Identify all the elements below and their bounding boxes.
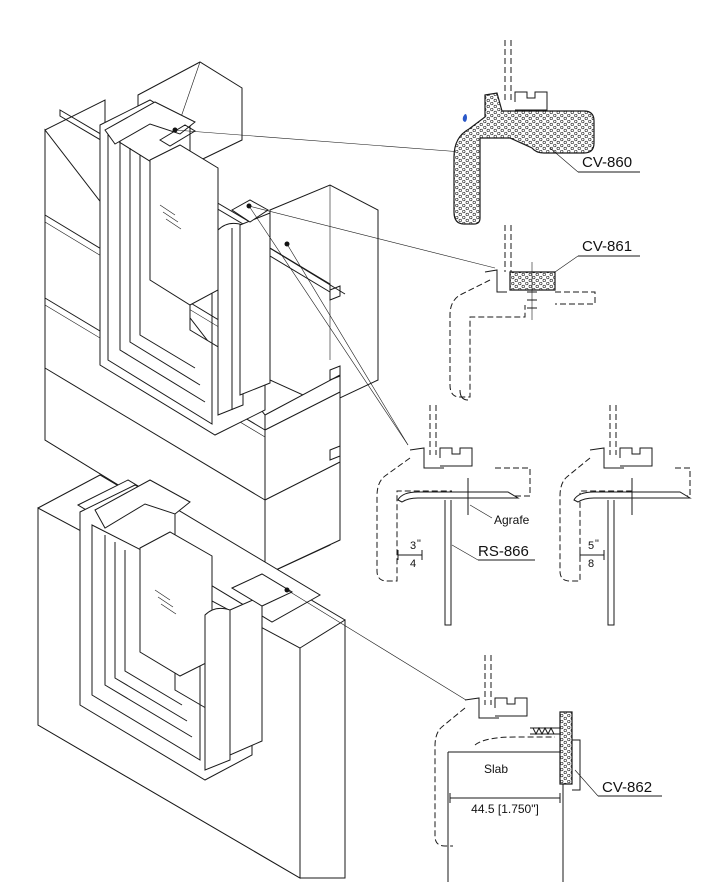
svg-text:3: 3 (410, 540, 416, 552)
detail-rs866 (376, 405, 535, 626)
svg-text:4: 4 (410, 558, 416, 570)
detail-cv861 (449, 225, 640, 401)
label-cv861: CV-861 (582, 238, 632, 255)
fraction-five-eighths: 5 " 8 (586, 538, 600, 570)
leader-lines-upper (174, 129, 496, 446)
svg-text:5: 5 (588, 540, 594, 552)
label-cv862: CV-862 (602, 779, 652, 796)
detail-cv862 (434, 655, 662, 882)
leader-line-cv862 (286, 589, 467, 701)
detail-cv860 (453, 40, 640, 225)
label-slab-dimension: 44.5 [1.750"] (471, 802, 539, 816)
label-slab: Slab (484, 762, 508, 776)
label-cv860: CV-860 (582, 154, 632, 171)
fraction-three-quarters: 3 " 4 (408, 538, 422, 570)
label-agrafe: Agrafe (494, 513, 530, 527)
svg-text:8: 8 (588, 558, 594, 570)
lower-isometric-view (37, 474, 346, 879)
detail-rs866-alt (559, 405, 692, 626)
svg-text:": " (595, 538, 599, 550)
svg-text:": " (417, 538, 421, 550)
label-rs866: RS-866 (478, 543, 529, 560)
water-drop-icon (462, 114, 467, 122)
